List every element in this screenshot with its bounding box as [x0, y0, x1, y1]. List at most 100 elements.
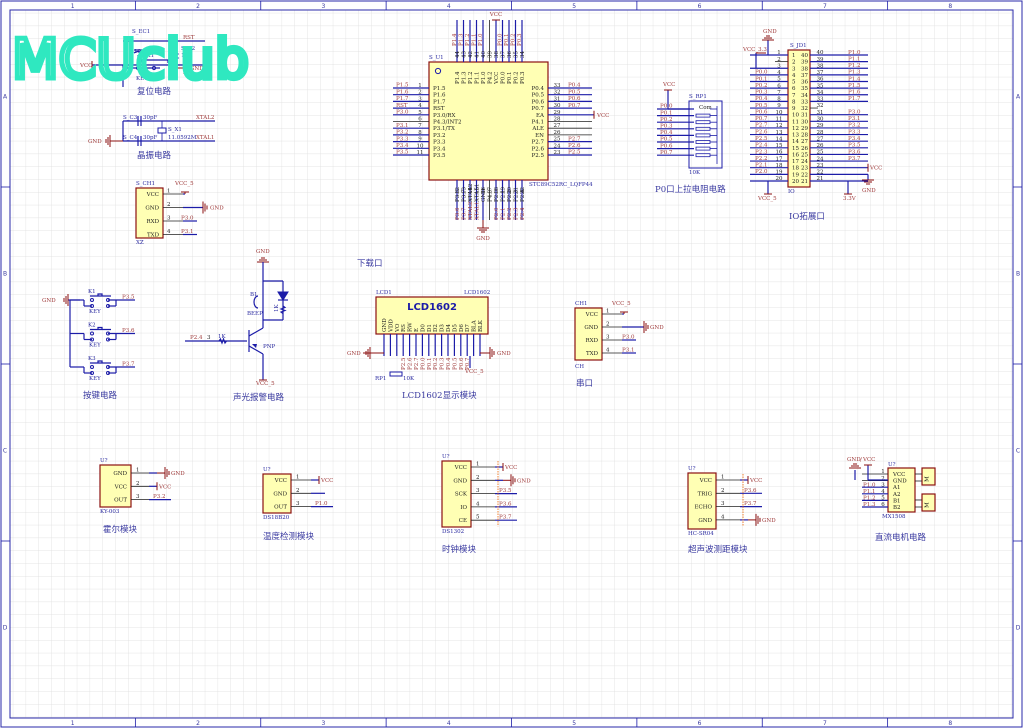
net-label: P1.3 [848, 70, 861, 76]
net-label: P0.1 [427, 358, 433, 370]
net-label: P1.0 [863, 482, 876, 488]
net-label: P1.5 [848, 83, 861, 89]
pin-name: RS [401, 324, 407, 332]
net-label: P1.7 [396, 96, 409, 102]
net-label: P3.5 [499, 488, 512, 494]
led-res-value: 1K [274, 304, 280, 312]
pin-number: 37 [817, 70, 824, 76]
temp-part: DS18B20 [263, 515, 290, 521]
pin-name: B2 [893, 505, 901, 511]
net-label: P0.5 [755, 103, 768, 109]
pin-name: P2.4 [520, 189, 526, 202]
pin-name: E [414, 328, 420, 332]
net-label-gnd: GND [190, 66, 204, 72]
border-column-label: 3 [322, 720, 326, 727]
pin-number: 4 [476, 501, 480, 507]
pin-number: 3 [721, 501, 725, 507]
pin-number: 44 [455, 51, 461, 58]
pin-number-inner: 1 [792, 53, 796, 59]
net-label: P0.2 [511, 34, 517, 46]
pot-ref: RP1 [375, 376, 386, 382]
pin-number: 31 [817, 110, 824, 116]
pin-number: 1 [881, 469, 885, 475]
contact [90, 331, 94, 336]
pin-number-inner: 18 [792, 166, 799, 172]
net-label: P2.5 [401, 357, 407, 370]
pin-number-inner: 39 [801, 60, 808, 66]
net-label-vcc: VCC [869, 166, 882, 172]
net-label: P2.4 [520, 207, 526, 220]
pin-number: 1 [606, 309, 610, 315]
pin-number: 3 [777, 63, 781, 69]
net-label-gnd: GND [42, 298, 56, 304]
pin-name: P1.3 [462, 71, 468, 84]
pin-name: P4.0 [488, 189, 494, 202]
pin-number: 5 [418, 110, 422, 116]
net-label: P0.4 [755, 96, 768, 102]
pin-name: BLK [478, 319, 484, 332]
border-column-label: 2 [196, 720, 200, 727]
serial-body [574, 307, 603, 361]
border-column-label: 2 [196, 3, 200, 10]
pin-number: 3 [167, 216, 171, 222]
ground-icon [365, 347, 371, 359]
pin-number: 14 [776, 136, 783, 142]
net-label: XTAL1 [196, 135, 214, 141]
pin-number: 5 [777, 77, 781, 83]
border-column-label: 8 [948, 3, 952, 10]
net-label: P3.7 [499, 515, 512, 521]
c3-value: 30pF [143, 115, 158, 121]
pin-number-inner: 29 [801, 126, 808, 132]
border-row-label: A [1016, 94, 1021, 101]
io-ref: S_JD1 [790, 43, 807, 49]
pin-number: 3 [296, 501, 300, 507]
net-label-vcc: VCC_5 [611, 301, 631, 307]
section-title-reset: 复位电路 [137, 86, 172, 97]
net-label: P3.6 [499, 501, 512, 507]
pin-name: VO [395, 323, 401, 333]
net-label-vcc: VCC [504, 465, 517, 471]
net-label: P2.1 [501, 208, 507, 220]
pin-number: 3 [881, 482, 885, 488]
net-label: P0.3 [517, 33, 523, 46]
pin-number: 34 [520, 51, 526, 58]
capacitor-icon [137, 116, 142, 146]
net-label: P0.3 [440, 357, 446, 370]
pin-number-inner: 8 [792, 99, 796, 105]
net-label: P0.5 [452, 357, 458, 370]
border-row-label: C [3, 448, 7, 455]
net-label: P3.5 [848, 143, 861, 149]
pin-number: 6 [777, 83, 781, 89]
net-label: P0.2 [755, 83, 767, 89]
key-ref: K1 [88, 289, 96, 295]
pin-number-inner: 21 [801, 179, 808, 185]
pin-name: VCC [454, 465, 467, 471]
net-label: P0.1 [660, 110, 672, 116]
pin-number: 36 [817, 77, 824, 83]
pin-number-inner: 6 [792, 86, 796, 92]
hall-ref: U? [100, 458, 108, 464]
section-title-pullup: P0口上拉电阻电路 [655, 184, 726, 195]
pullup-ref: S_RP1 [689, 94, 707, 100]
contact [90, 371, 94, 375]
net-label-gnd: GND [517, 478, 531, 484]
net-label: P0.1 [504, 34, 510, 46]
transistor-label: PNP [263, 344, 276, 350]
pin-name: GND [113, 471, 127, 477]
pin-number-inner: 7 [792, 93, 796, 99]
pin-number: 32 [817, 103, 824, 109]
net-label-vcc: VCC [489, 12, 502, 18]
net-label: P2.1 [755, 163, 767, 169]
net-label: P3.0 [622, 335, 635, 341]
pin-number-inner: 31 [801, 113, 808, 119]
net-label: P1.0 [315, 501, 328, 507]
io-part: IO [788, 189, 795, 195]
pin-name: P2.7 [532, 140, 545, 146]
pin-name: P2.5 [532, 153, 545, 159]
pullup-com: Com [699, 105, 713, 111]
pin-number-inner: 10 [792, 113, 799, 119]
net-label: P2.6 [568, 143, 581, 149]
pin-name: P3.4 [433, 146, 446, 152]
wire [248, 345, 264, 355]
pin-name: GND [584, 325, 598, 331]
